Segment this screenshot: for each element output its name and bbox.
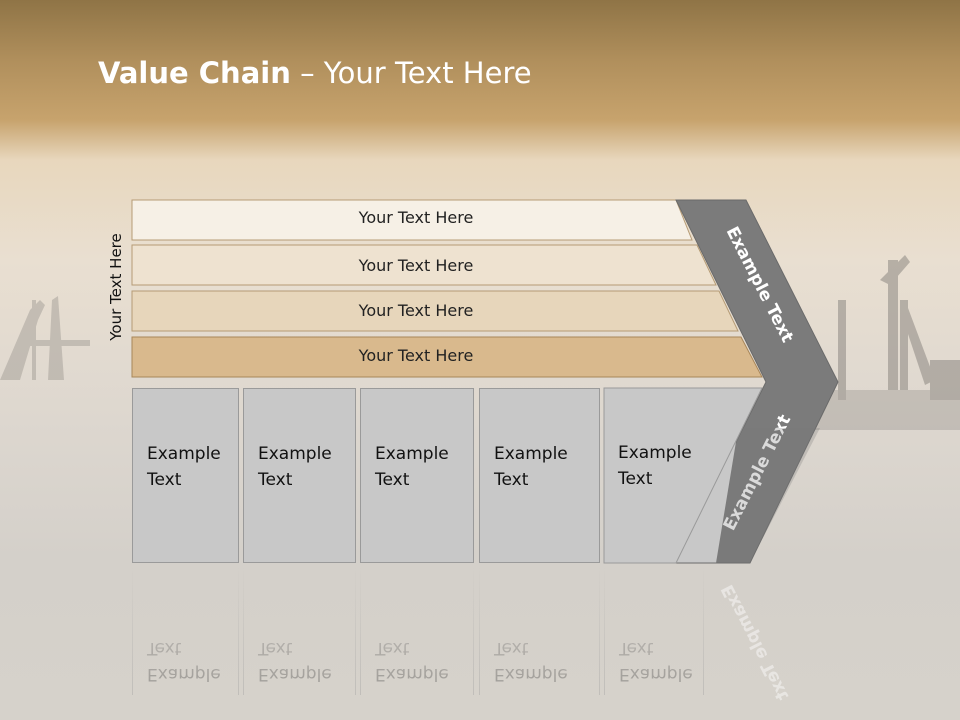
support-bar-4-label: Your Text Here: [358, 346, 474, 365]
slide-title: Value Chain – Your Text Here: [98, 56, 532, 90]
support-bar-3-label: Your Text Here: [358, 301, 474, 320]
support-bar-1[interactable]: [131, 199, 693, 241]
support-bar-1-label: Your Text Here: [358, 208, 474, 227]
value-chevron[interactable]: [675, 199, 839, 564]
slide-title-rest: – Your Text Here: [290, 56, 532, 90]
support-bar-2[interactable]: [131, 244, 717, 286]
support-bar-3[interactable]: [131, 290, 739, 332]
support-bar-2-label: Your Text Here: [358, 256, 474, 275]
support-bar-4[interactable]: [131, 336, 763, 378]
slide-title-bold: Value Chain: [98, 56, 291, 90]
